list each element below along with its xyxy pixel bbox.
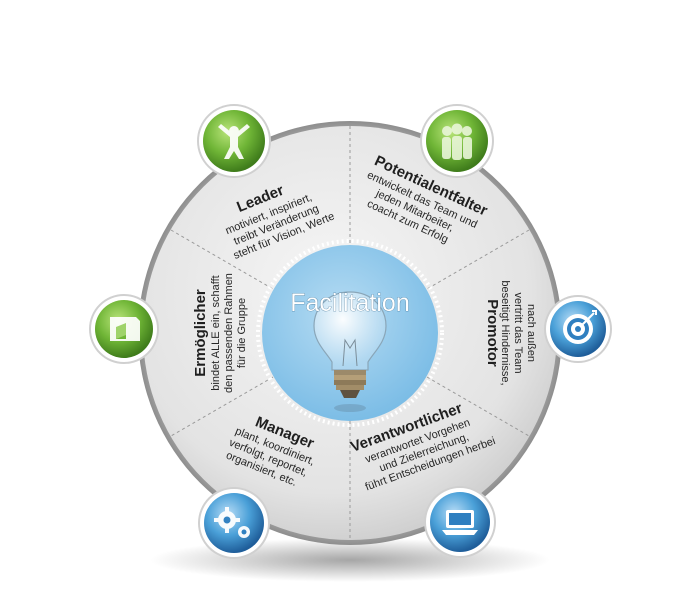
center-circle-border [256, 239, 444, 427]
laptop-icon [442, 510, 478, 535]
promotor-badge [544, 295, 612, 363]
gears-icon [214, 507, 250, 538]
segment-promotor-title: Promotor [484, 299, 501, 367]
verantwortlicher-badge [424, 486, 496, 558]
light-bulb-icon [313, 291, 387, 412]
segment-promotor: Promotor beseitigt Hindernisse, vertritt… [484, 280, 537, 385]
segment-ermoeglicher: Ermöglicher bindet ALLE ein, schafft den… [192, 273, 248, 393]
segment-ermoeglicher-line-1: bindet ALLE ein, schafft [210, 275, 222, 390]
segment-promotor-line-2: vertritt das Team [512, 292, 524, 373]
folder-icon [110, 317, 140, 341]
ermoeglicher-badge [89, 294, 159, 364]
leader-badge [197, 104, 271, 178]
potentialentfalter-badge [420, 104, 494, 178]
manager-badge [198, 487, 270, 559]
target-icon [563, 310, 597, 344]
center-title: Facilitation [290, 289, 410, 317]
segment-ermoeglicher-line-3: für die Gruppe [236, 298, 248, 368]
star-person-icon [218, 124, 250, 159]
segment-ermoeglicher-title: Ermöglicher [192, 289, 209, 377]
segment-dividers [170, 126, 530, 540]
segment-ermoeglicher-line-2: den passenden Rahmen [223, 273, 235, 393]
segment-promotor-line-3: nach außen [525, 304, 537, 362]
segment-promotor-line-1: beseitigt Hindernisse, [499, 280, 511, 385]
people-group-icon [442, 123, 472, 160]
segment-potentialentfalter: Potentialentfalter entwickelt das Team u… [365, 152, 490, 246]
